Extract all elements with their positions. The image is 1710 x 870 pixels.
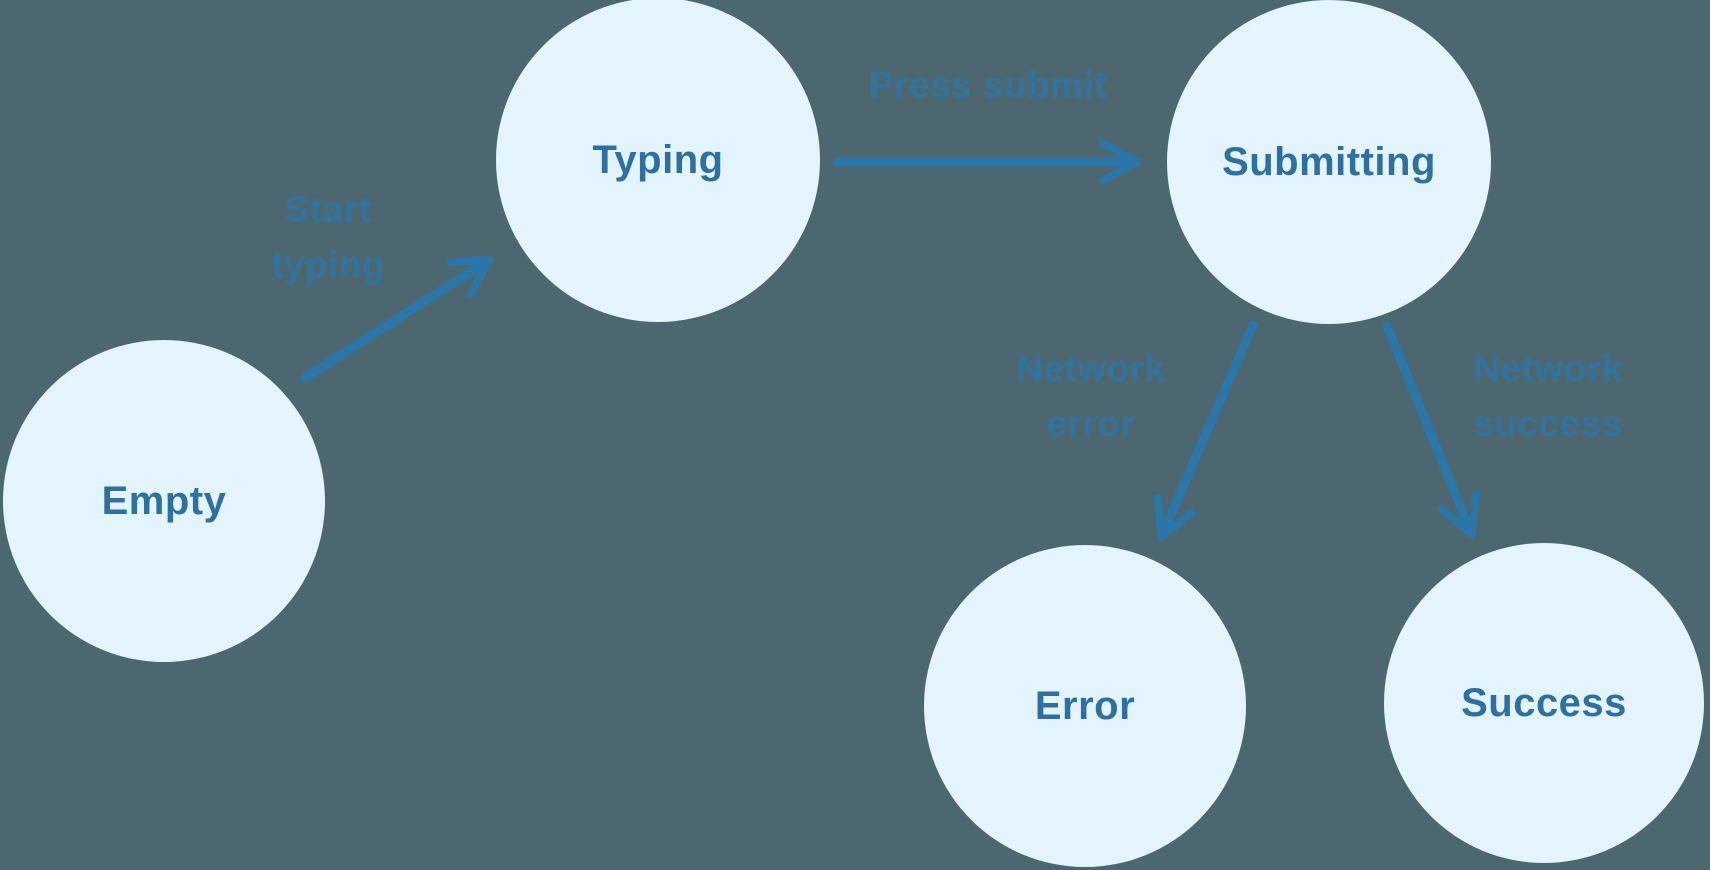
edge-label-network-success: Network success	[1473, 348, 1623, 444]
state-node-label: Success	[1461, 680, 1627, 725]
transition-arrow-submitting-to-success	[1382, 321, 1480, 539]
transition-arrow-empty-to-typing	[300, 255, 494, 383]
edge-label-network-error: Network error	[1016, 348, 1166, 444]
state-node-label: Empty	[101, 478, 227, 523]
transition-arrow-submitting-to-error	[1154, 320, 1258, 542]
state-node-label: Error	[1034, 683, 1136, 728]
edge-label-press-submit: Press submit	[868, 64, 1108, 106]
state-node-label: Typing	[592, 137, 724, 182]
state-node-label: Submitting	[1222, 139, 1436, 184]
state-node-submitting: Submitting	[1167, 0, 1491, 324]
edge-label-start-typing: Start typing	[271, 189, 385, 285]
state-node-typing: Typing	[496, 0, 820, 322]
state-node-success: Success	[1384, 543, 1704, 863]
state-node-empty: Empty	[3, 340, 325, 662]
state-node-error: Error	[924, 545, 1246, 867]
